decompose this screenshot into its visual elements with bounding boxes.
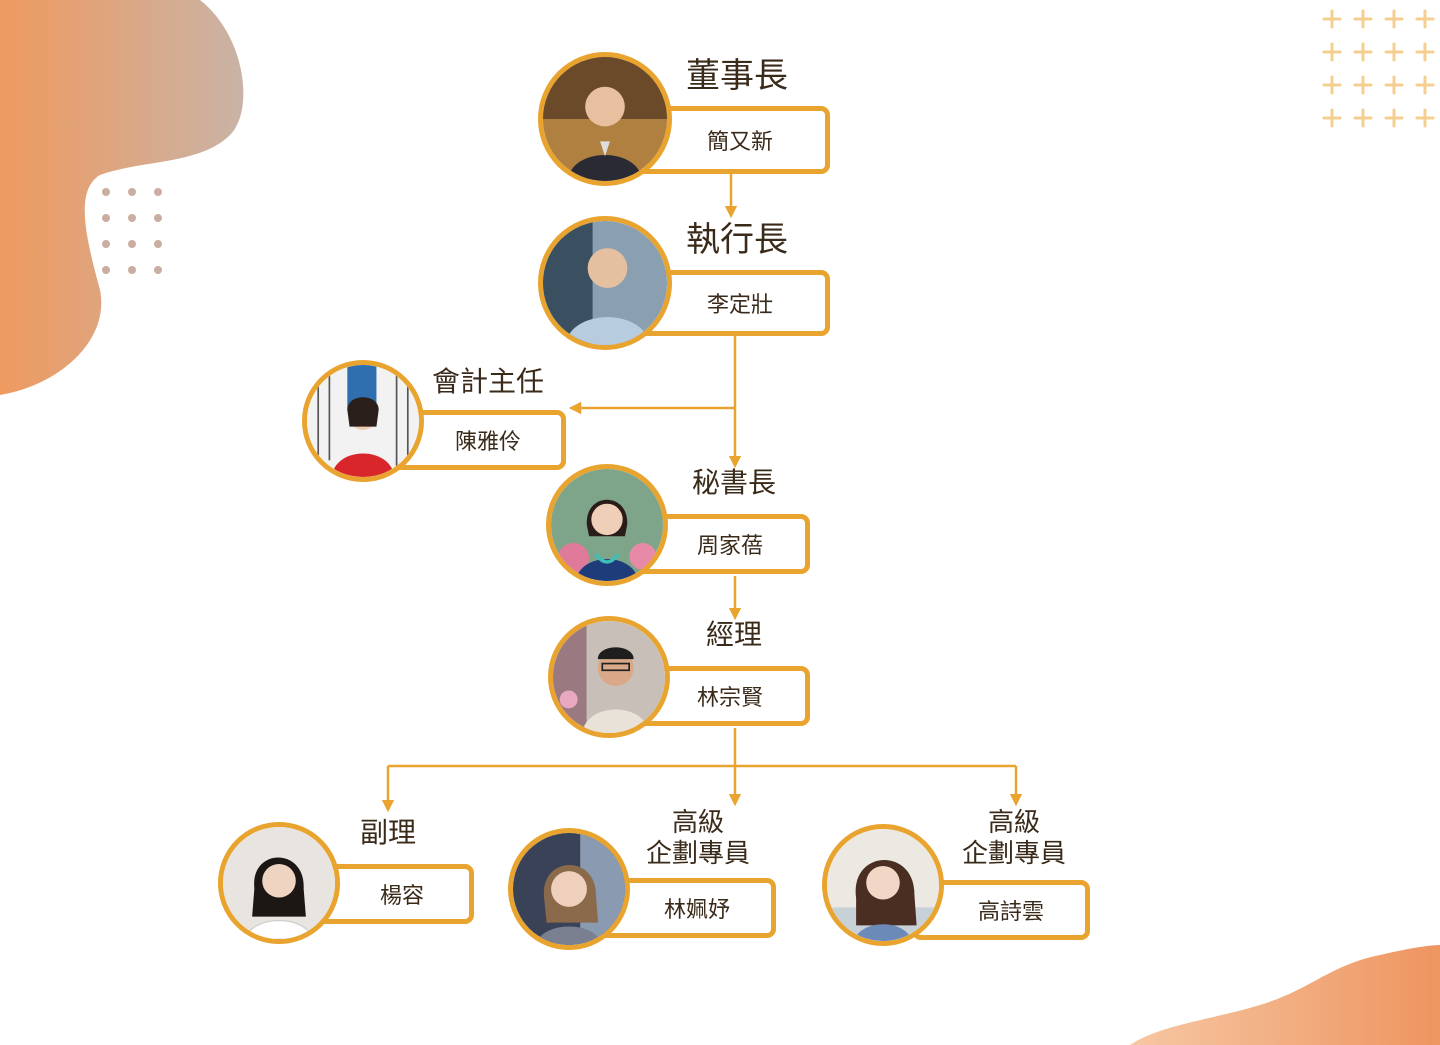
assistant-manager-name: 楊容 (379, 884, 424, 909)
senior-planner-2-title-line1: 高級 (988, 808, 1041, 838)
senior-planner-1-title: 高級 企劃專員 (646, 808, 750, 870)
senior-planner-1-title-line2: 企劃專員 (646, 839, 751, 870)
manager-title: 經理 (706, 618, 763, 651)
ceo-title: 執行長 (686, 220, 788, 260)
secretary-general-avatar (546, 464, 668, 586)
ceo-avatar (538, 216, 672, 350)
senior-planner-1-name: 林姵妤 (663, 898, 730, 923)
assistant-manager-title: 副理 (360, 816, 417, 849)
senior-planner-2-name: 高詩雲 (977, 900, 1044, 925)
chairman-name: 簡又新 (706, 130, 773, 155)
decorative-blob-bottom-right (1130, 945, 1440, 1045)
senior-planner-1-name-box: 林姵妤 (598, 878, 776, 938)
decorative-blob-top-left (0, 0, 244, 395)
senior-planner-2-title: 高級 企劃專員 (962, 808, 1066, 870)
secretary-general-name: 周家蓓 (696, 534, 763, 559)
senior-planner-1-avatar (508, 828, 630, 950)
chairman-avatar (538, 52, 672, 186)
ceo-name: 李定壯 (706, 293, 773, 318)
senior-planner-1-title-line1: 高級 (672, 808, 725, 838)
decorative-plus-grid (1322, 9, 1435, 128)
manager-name: 林宗賢 (696, 686, 763, 711)
secretary-general-title: 秘書長 (692, 466, 777, 499)
assistant-manager-avatar (218, 822, 340, 944)
chairman-title: 董事長 (686, 56, 788, 96)
senior-planner-2-title-line2: 企劃專員 (962, 839, 1067, 870)
accounting-name: 陳雅伶 (454, 430, 521, 455)
accounting-avatar (302, 360, 424, 482)
accounting-title: 會計主任 (432, 365, 545, 398)
senior-planner-2-avatar (822, 824, 944, 946)
dot-grid (102, 188, 162, 274)
manager-avatar (548, 616, 670, 738)
